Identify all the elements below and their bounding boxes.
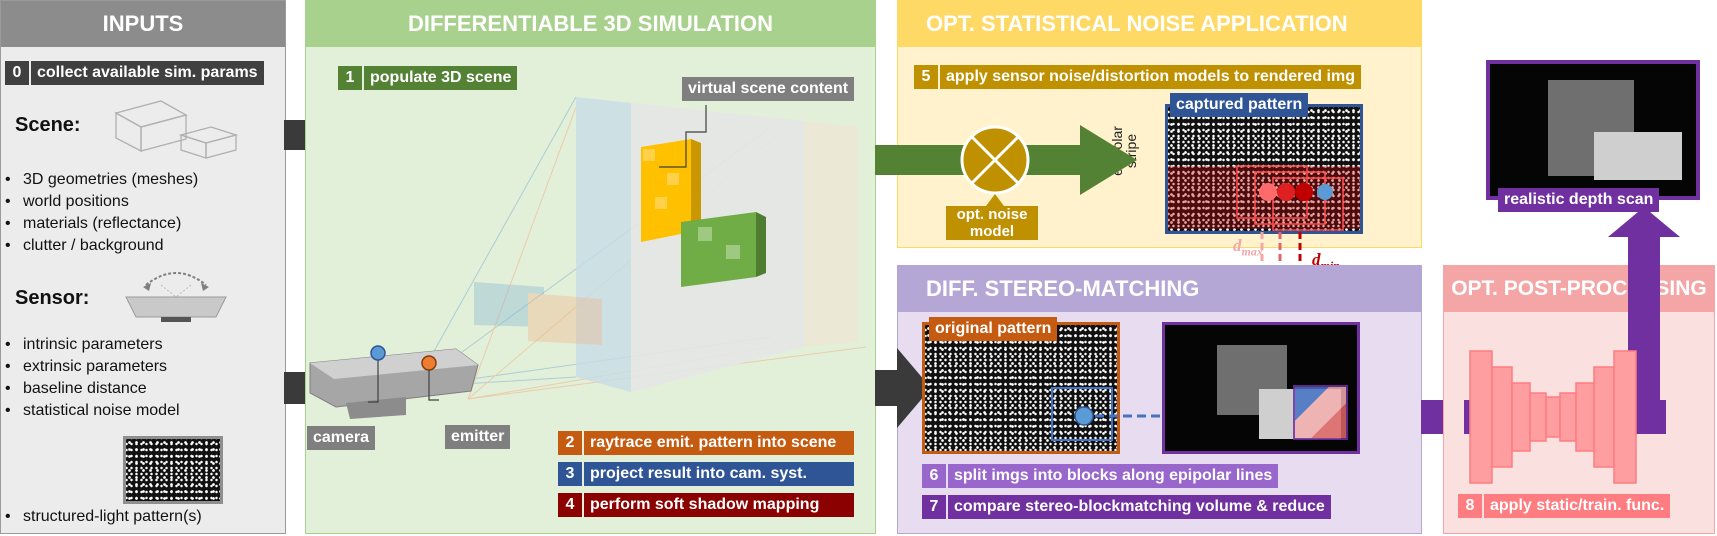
dmax-symbol: d bbox=[1233, 236, 1242, 255]
pattern-item: structured-light pattern(s) bbox=[1, 506, 202, 528]
stereo-title: DIFF. STEREO-MATCHING bbox=[898, 266, 1421, 312]
step-8-number: 8 bbox=[1458, 494, 1482, 518]
inputs-title: INPUTS bbox=[1, 1, 285, 47]
sim-to-noise-flow bbox=[875, 125, 1137, 195]
mesh-boxes-icon bbox=[114, 100, 239, 159]
captured-pattern-image bbox=[1165, 104, 1363, 234]
scene-list: 3D geometries (meshes) world positions m… bbox=[1, 169, 198, 257]
cost-volume-cube bbox=[1293, 385, 1348, 440]
step-6-number: 6 bbox=[922, 464, 946, 488]
step-4-badge: 4 perform soft shadow mapping bbox=[558, 493, 854, 517]
sensor-item: statistical noise model bbox=[1, 400, 180, 422]
sim-to-stereo-arrow bbox=[875, 348, 931, 428]
step-4-label: perform soft shadow mapping bbox=[584, 493, 854, 517]
scene-heading: Scene: bbox=[15, 114, 81, 136]
step-3-badge: 3 project result into cam. syst. bbox=[558, 462, 854, 486]
sensor-item: extrinsic parameters bbox=[1, 356, 180, 378]
step-0-label: collect available sim. params bbox=[31, 61, 264, 85]
step-6-badge: 6 split imgs into blocks along epipolar … bbox=[922, 464, 1279, 488]
step-5-label: apply sensor noise/distortion models to … bbox=[940, 65, 1361, 89]
step-2-badge: 2 raytrace emit. pattern into scene bbox=[558, 431, 854, 455]
final-depth-block-front bbox=[1594, 132, 1682, 180]
inputs-to-sensor-bar bbox=[284, 372, 306, 404]
sensor-device-icon bbox=[125, 272, 227, 322]
emitter-label: emitter bbox=[445, 425, 511, 449]
step-5-badge: 5 apply sensor noise/distortion models t… bbox=[914, 65, 1361, 89]
dmin-symbol: d bbox=[1312, 250, 1321, 269]
pattern-thumbnail bbox=[123, 436, 223, 504]
realistic-depth-scan-label: realistic depth scan bbox=[1498, 188, 1660, 212]
scene-item: materials (reflectance) bbox=[1, 213, 198, 235]
scene-item: 3D geometries (meshes) bbox=[1, 169, 198, 191]
epipolar-stripe-overlay bbox=[1168, 165, 1360, 231]
step-7-badge: 7 compare stereo-blockmatching volume & … bbox=[922, 495, 1331, 519]
scene-item: clutter / background bbox=[1, 235, 198, 257]
noise-model-label-line-1: opt. noise bbox=[956, 206, 1028, 223]
scene-item: world positions bbox=[1, 191, 198, 213]
pattern-list: structured-light pattern(s) bbox=[1, 506, 202, 528]
simulation-scene-illustration bbox=[309, 96, 867, 419]
step-3-label: project result into cam. syst. bbox=[584, 462, 854, 486]
stereo-depth-image bbox=[1162, 322, 1360, 454]
simulation-panel: DIFFERENTIABLE 3D SIMULATION 1 populate … bbox=[305, 0, 876, 534]
step-4-number: 4 bbox=[558, 493, 582, 517]
inputs-panel: INPUTS 0 collect available sim. params S… bbox=[0, 0, 286, 534]
step-7-number: 7 bbox=[922, 495, 946, 519]
step-2-number: 2 bbox=[558, 431, 582, 455]
noise-multiplier-icon bbox=[960, 125, 1030, 210]
step-6-label: split imgs into blocks along epipolar li… bbox=[948, 464, 1279, 488]
step-7-label: compare stereo-blockmatching volume & re… bbox=[948, 495, 1331, 519]
step-3-number: 3 bbox=[558, 462, 582, 486]
step-0-number: 0 bbox=[5, 61, 29, 85]
noise-model-label: opt. noise model bbox=[946, 206, 1038, 240]
simulation-title: DIFFERENTIABLE 3D SIMULATION bbox=[306, 1, 875, 47]
sensor-list: intrinsic parameters extrinsic parameter… bbox=[1, 334, 180, 422]
step-1-number: 1 bbox=[338, 66, 362, 90]
noise-model-label-line-2: model bbox=[969, 223, 1015, 240]
virtual-scene-content-label: virtual scene content bbox=[682, 77, 855, 101]
sensor-heading: Sensor: bbox=[15, 287, 90, 309]
dmax-subscript: max bbox=[1241, 244, 1263, 259]
final-depth-image bbox=[1486, 60, 1700, 200]
sensor-item: baseline distance bbox=[1, 378, 180, 400]
original-pattern-label: original pattern bbox=[929, 317, 1058, 341]
step-1-badge: 1 populate 3D scene bbox=[338, 66, 518, 90]
step-0-badge: 0 collect available sim. params bbox=[5, 61, 264, 85]
step-5-number: 5 bbox=[914, 65, 938, 89]
step-2-label: raytrace emit. pattern into scene bbox=[584, 431, 854, 455]
sensor-item: intrinsic parameters bbox=[1, 334, 180, 356]
post-processing-network bbox=[1464, 207, 1680, 484]
captured-pattern-label: captured pattern bbox=[1170, 93, 1309, 117]
noise-title: OPT. STATISTICAL NOISE APPLICATION bbox=[898, 1, 1421, 47]
step-1-label: populate 3D scene bbox=[364, 66, 518, 90]
step-8-badge: 8 apply static/train. func. bbox=[1458, 494, 1671, 518]
dmax-label: dmax bbox=[1233, 236, 1263, 259]
camera-label: camera bbox=[307, 426, 376, 450]
step-8-label: apply static/train. func. bbox=[1484, 494, 1671, 518]
